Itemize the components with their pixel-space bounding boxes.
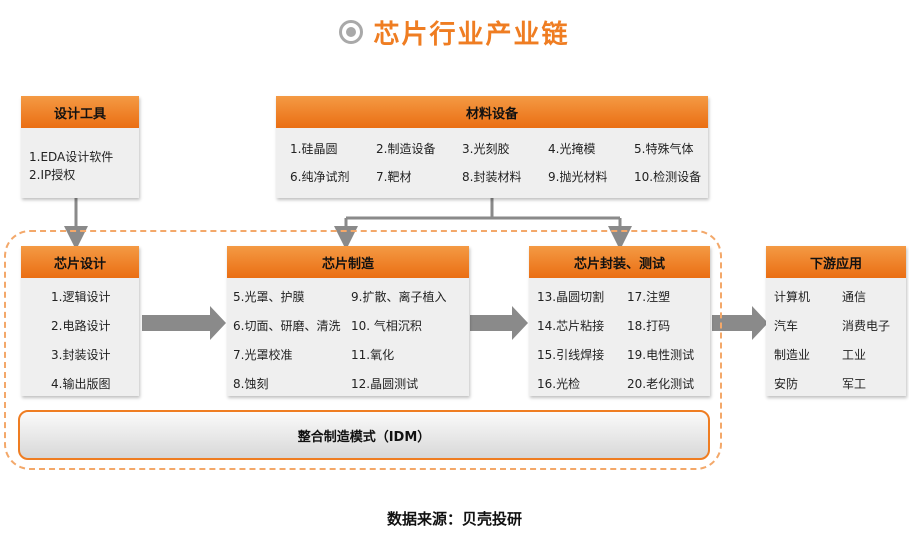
idm-bar: 整合制造模式（IDM）: [18, 410, 710, 460]
downstream-item: 安防: [774, 377, 799, 391]
packaging-testing-header: 芯片封装、测试: [529, 246, 710, 278]
chip-design-box: 芯片设计 1.逻辑设计 2.电路设计 3.封装设计 4.输出版图: [21, 246, 139, 396]
title-area: 芯片行业产业链: [0, 10, 909, 54]
data-source-caption: 数据来源：贝壳投研: [386, 510, 522, 528]
packaging-item: 16.光检: [537, 377, 581, 391]
materials-equipment-box: 材料设备 1.硅晶圆 2.制造设备 3.光刻胶 4.光掩模 5.特殊气体 6.纯…: [276, 96, 708, 198]
downstream-applications-header: 下游应用: [766, 246, 906, 278]
materials-item: 5.特殊气体: [634, 142, 694, 156]
manufacturing-item: 12.晶圆测试: [351, 377, 419, 391]
flow-arrow-packaging-to-downstream: [712, 306, 768, 340]
manufacturing-item: 6.切面、研磨、清洗: [233, 319, 341, 333]
design-tools-item: 1.EDA设计软件: [29, 150, 114, 164]
packaging-testing-box: 芯片封装、测试 13.晶圆切割 17.注塑 14.芯片粘接 18.打码 15.引…: [529, 246, 710, 396]
target-circle-icon: [339, 20, 364, 44]
dashed-industry-region: [4, 230, 722, 470]
chip-design-item: 2.电路设计: [51, 319, 111, 333]
chip-design-item: 4.输出版图: [51, 377, 111, 391]
design-tools-header: 设计工具: [21, 96, 139, 128]
chip-design-item: 1.逻辑设计: [51, 290, 111, 304]
flow-arrow-manufacturing-to-packaging: [470, 306, 528, 340]
materials-item: 1.硅晶圆: [290, 142, 338, 156]
manufacturing-item: 5.光罩、护膜: [233, 290, 305, 304]
design-tools-box: 设计工具 1.EDA设计软件 2.IP授权: [21, 96, 139, 198]
downstream-item: 计算机: [774, 290, 811, 304]
downstream-item: 制造业: [774, 348, 811, 362]
materials-item: 9.抛光材料: [548, 170, 608, 184]
manufacturing-item: 10. 气相沉积: [351, 319, 422, 333]
materials-item: 8.封装材料: [462, 170, 522, 184]
packaging-item: 20.老化测试: [627, 377, 695, 391]
chip-manufacturing-header: 芯片制造: [227, 246, 469, 278]
packaging-item: 15.引线焊接: [537, 348, 605, 362]
materials-item: 6.纯净试剂: [290, 170, 350, 184]
design-tools-item: 2.IP授权: [29, 168, 76, 182]
packaging-item: 17.注塑: [627, 290, 671, 304]
page-title: 芯片行业产业链: [373, 19, 570, 50]
downstream-item: 汽车: [774, 319, 799, 333]
flow-arrow-design-to-manufacturing: [142, 306, 226, 340]
manufacturing-item: 11.氧化: [351, 348, 395, 362]
materials-equipment-header: 材料设备: [276, 96, 708, 128]
packaging-item: 18.打码: [627, 319, 671, 333]
downstream-applications-box: 下游应用 计算机 通信 汽车 消费电子 制造业 工业 安防 军工: [766, 246, 906, 396]
manufacturing-item: 9.扩散、离子植入: [351, 290, 447, 304]
downstream-item: 消费电子: [842, 319, 891, 333]
packaging-item: 13.晶圆切割: [537, 290, 605, 304]
manufacturing-item: 8.蚀刻: [233, 377, 269, 391]
packaging-item: 14.芯片粘接: [537, 319, 605, 333]
downstream-item: 工业: [842, 348, 867, 362]
downstream-item: 通信: [842, 290, 867, 304]
materials-item: 7.靶材: [376, 170, 412, 184]
materials-item: 2.制造设备: [376, 142, 436, 156]
downstream-item: 军工: [842, 377, 867, 391]
chip-manufacturing-box: 芯片制造 5.光罩、护膜 9.扩散、离子植入 6.切面、研磨、清洗 10. 气相…: [227, 246, 469, 396]
chip-design-item: 3.封装设计: [51, 348, 111, 362]
manufacturing-item: 7.光罩校准: [233, 348, 293, 362]
materials-item: 10.检测设备: [634, 170, 702, 184]
materials-item: 3.光刻胶: [462, 142, 510, 156]
materials-item: 4.光掩模: [548, 142, 596, 156]
chip-design-header: 芯片设计: [21, 246, 139, 278]
packaging-item: 19.电性测试: [627, 348, 695, 362]
